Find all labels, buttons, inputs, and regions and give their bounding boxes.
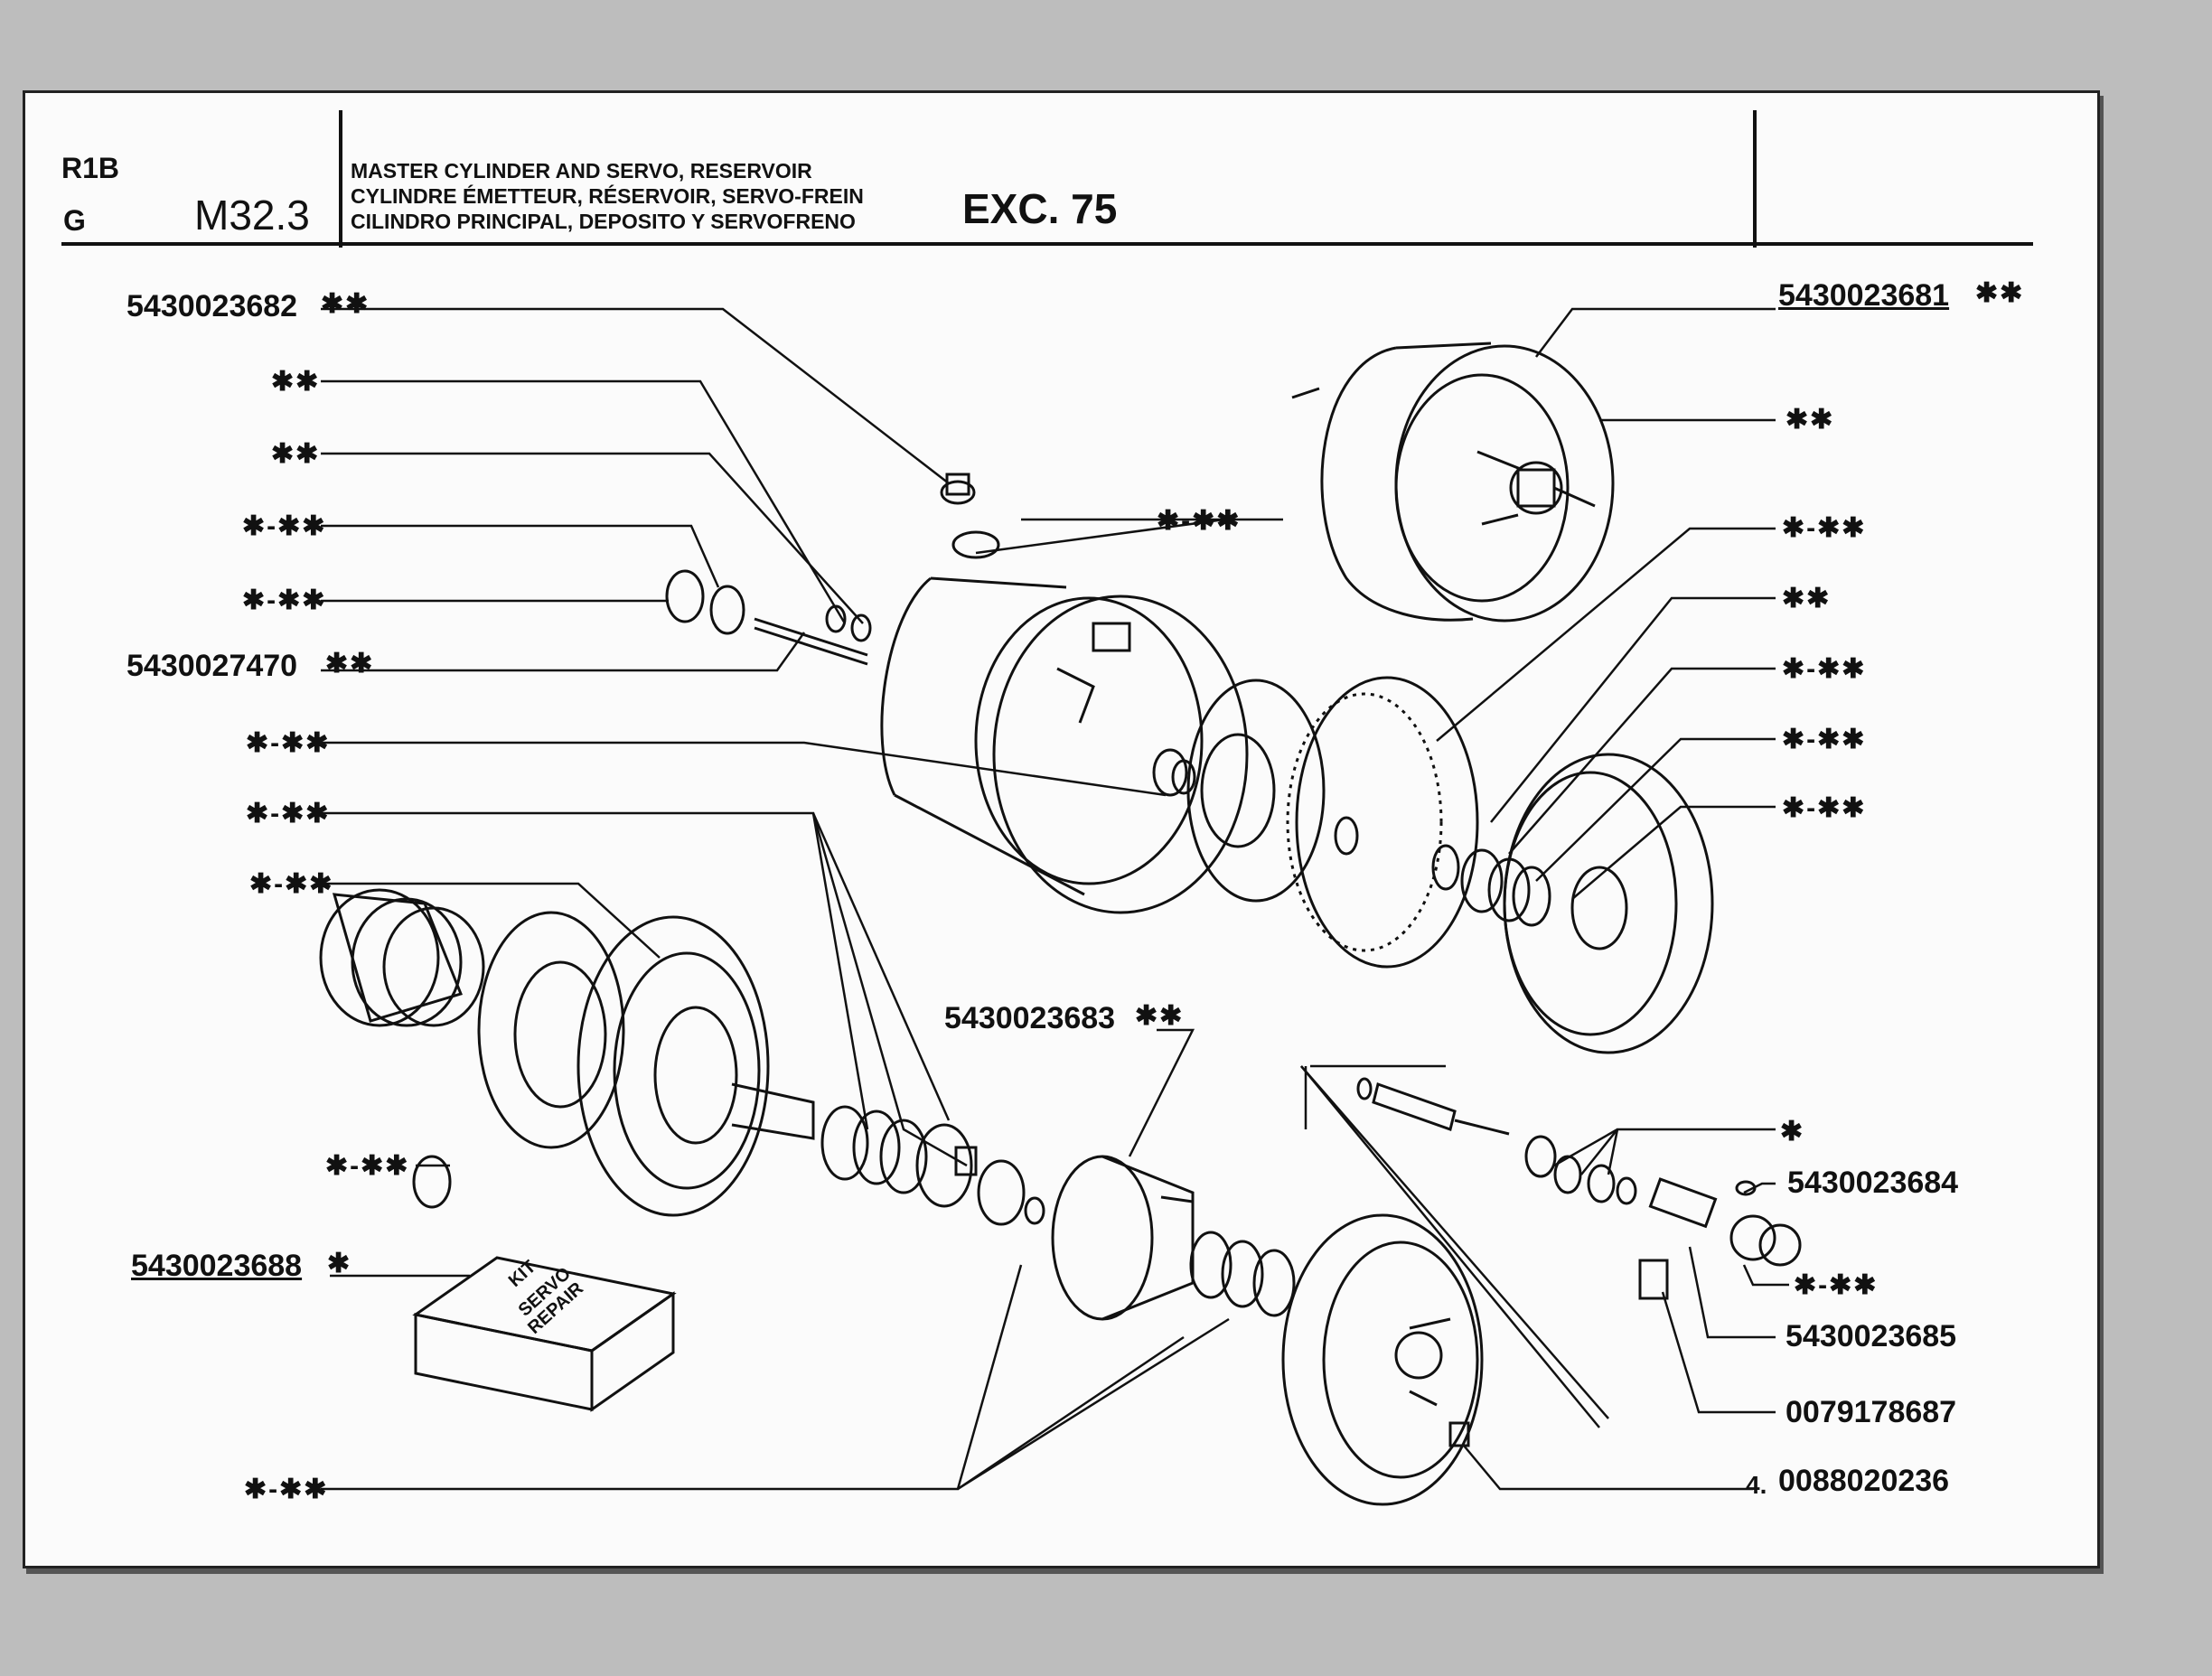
callout-left-1-mark: ✱✱	[321, 289, 370, 319]
callout-left-11-mark: ✱	[327, 1249, 352, 1278]
exception-label: EXC. 75	[962, 185, 1118, 232]
callout-left-1-num: 5430023682	[127, 289, 298, 323]
title-fr: CYLINDRE ÉMETTEUR, RÉSERVOIR, SERVO-FREI…	[351, 184, 864, 208]
callout-left-6-num: 5430027470	[127, 649, 298, 683]
servo-shell	[880, 576, 1249, 914]
valve-body	[1051, 1155, 1296, 1321]
callout-right-10-mark: ✱-✱✱	[1794, 1270, 1879, 1300]
callout-center-2-mark: ✱✱	[1135, 1001, 1185, 1031]
callout-left-3-mark: ✱✱	[271, 439, 321, 469]
repair-kit-box	[412, 1256, 677, 1412]
callout-left-12-mark: ✱-✱✱	[244, 1475, 329, 1504]
callout-left-9-mark: ✱-✱✱	[249, 869, 334, 899]
callout-right-2-mark: ✱✱	[1786, 405, 1835, 435]
group-code: G	[63, 204, 86, 237]
callout-right-13-mark: 4.	[1746, 1471, 1767, 1499]
callout-right-3-mark: ✱-✱✱	[1782, 513, 1867, 543]
parts-sheet	[23, 90, 2100, 1568]
rubber-boot	[319, 888, 485, 1027]
plunger-parts	[1356, 1077, 1802, 1300]
callout-right-7-mark: ✱-✱✱	[1782, 793, 1867, 823]
leader-lines-right	[975, 307, 1789, 1491]
callout-right-8-mark: ✱	[1780, 1117, 1805, 1147]
title-es: CILINDRO PRINCIPAL, DEPOSITO Y SERVOFREN…	[351, 210, 856, 233]
callout-right-1-mark: ✱✱	[1975, 278, 2025, 308]
callout-center-1-mark: ✱-✱✱	[1157, 506, 1242, 536]
callout-left-11-num: 5430023688	[131, 1249, 303, 1283]
callout-right-11-num: 5430023685	[1786, 1319, 1957, 1353]
section-code: M32.3	[194, 192, 310, 239]
diaphragm-plates	[1186, 676, 1714, 1054]
model-code: R1B	[61, 152, 120, 184]
lower-plates	[412, 911, 1045, 1226]
callout-right-6-mark: ✱-✱✱	[1782, 725, 1867, 754]
callout-left-7-mark: ✱-✱✱	[246, 728, 331, 758]
callout-left-6-mark: ✱✱	[325, 649, 375, 679]
callout-right-13-num: 0088020236	[1778, 1464, 1950, 1498]
callout-right-12-num: 0079178687	[1786, 1395, 1957, 1429]
title-en: MASTER CYLINDER AND SERVO, RESERVOIR	[351, 159, 812, 183]
header-divider-right	[1753, 110, 1757, 248]
callout-left-4-mark: ✱-✱✱	[242, 511, 327, 541]
callout-left-2-mark: ✱✱	[271, 367, 321, 397]
callout-center-2-num: 5430023683	[944, 1001, 1116, 1035]
leader-lines-left	[321, 307, 1230, 1491]
callout-left-5-mark: ✱-✱✱	[242, 585, 327, 615]
seal-rings-upper	[665, 473, 1551, 927]
callout-left-10-mark: ✱-✱✱	[325, 1151, 410, 1181]
callout-right-9-num: 5430023684	[1787, 1166, 1959, 1200]
servo-unit-assembled	[1291, 342, 1615, 623]
header-underline	[61, 242, 2033, 246]
callout-left-8-mark: ✱-✱✱	[246, 799, 331, 829]
callout-right-4-mark: ✱✱	[1782, 584, 1832, 613]
rear-shell	[1281, 1213, 1484, 1506]
callout-right-1-num: 5430023681	[1778, 278, 1950, 313]
header-divider-left	[339, 110, 342, 248]
callout-right-5-mark: ✱-✱✱	[1782, 654, 1867, 684]
